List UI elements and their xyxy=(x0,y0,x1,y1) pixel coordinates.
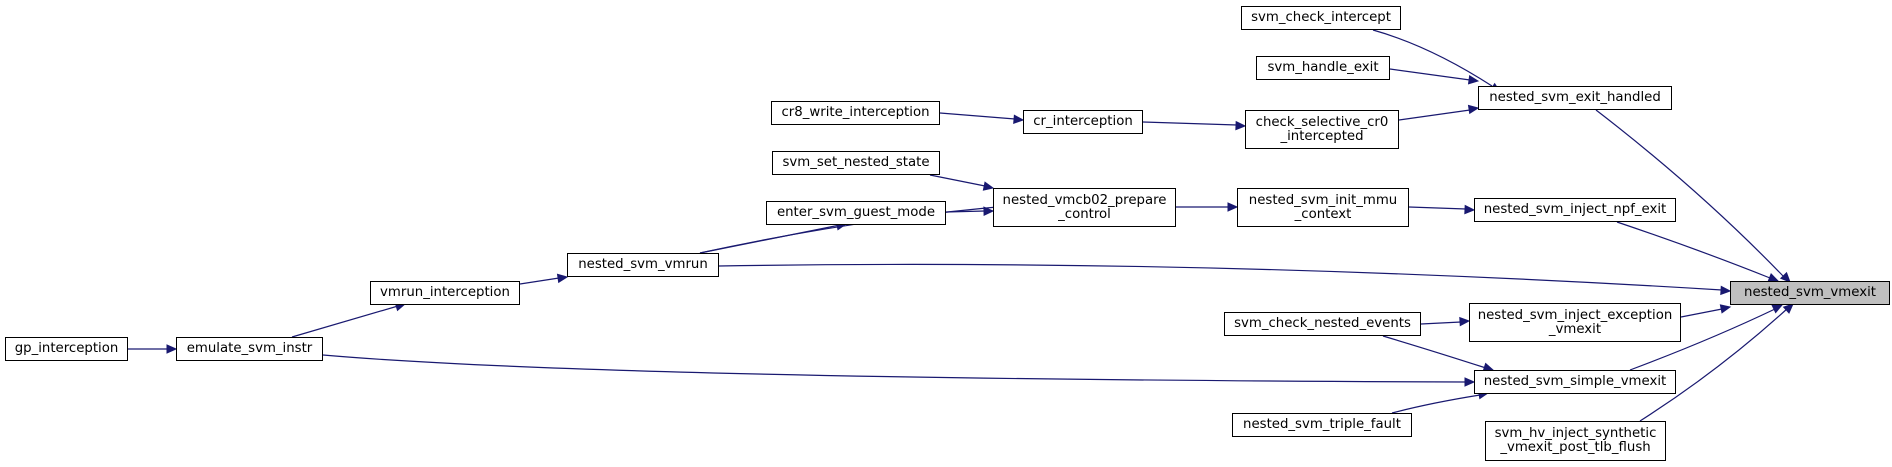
edge-arrowhead xyxy=(1467,74,1480,85)
edge-cr8-write xyxy=(939,112,1025,124)
node-vmrun-interception[interactable]: vmrun_interception xyxy=(370,281,520,305)
edge-cr-interception xyxy=(1142,120,1247,131)
edge-arrowhead xyxy=(1719,304,1732,314)
edge-set-nested xyxy=(929,174,995,191)
node-nested-svm-init-mmu-context[interactable]: nested_svm_init_mmu _context xyxy=(1237,188,1409,227)
edge-arrowhead xyxy=(983,206,995,216)
node-cr8-write-interception[interactable]: cr8_write_interception xyxy=(771,101,940,125)
edge-gp-emulate xyxy=(128,344,178,354)
node-enter-svm-guest-mode[interactable]: enter_svm_guest_mode xyxy=(766,201,946,225)
edge-arrowhead xyxy=(1235,120,1247,131)
node-check-selective-cr0-intercepted[interactable]: check_selective_cr0 _intercepted xyxy=(1245,110,1399,149)
node-nested-svm-vmrun[interactable]: nested_svm_vmrun xyxy=(567,253,719,277)
edge-check-nested xyxy=(1420,316,1471,327)
edge-arrowhead xyxy=(1467,104,1480,115)
edge-arrowhead xyxy=(1227,202,1239,212)
edge-arrowhead xyxy=(1779,271,1791,283)
node-nested-vmcb02-prepare-control[interactable]: nested_vmcb02_prepare _control xyxy=(993,188,1176,227)
node-nested-svm-exit-handled[interactable]: nested_svm_exit_handled xyxy=(1478,86,1672,110)
edge-vmrun-enter xyxy=(699,221,848,254)
node-emulate-svm-instr[interactable]: emulate_svm_instr xyxy=(176,337,323,361)
node-nested-svm-triple-fault[interactable]: nested_svm_triple_fault xyxy=(1232,413,1412,437)
edge-vmrun-root xyxy=(718,263,1732,296)
edge-vmrun-int xyxy=(519,273,569,285)
edge-arrowhead xyxy=(556,273,569,284)
edge-arrowhead xyxy=(1782,303,1794,314)
node-svm-check-nested-events[interactable]: svm_check_nested_events xyxy=(1224,312,1421,336)
edge-check-intercept xyxy=(1372,29,1502,93)
edge-arrowhead xyxy=(1771,304,1784,314)
node-svm-set-nested-state[interactable]: svm_set_nested_state xyxy=(772,151,940,175)
edge-simple-root xyxy=(1629,304,1784,371)
node-nested-svm-inject-npf-exit[interactable]: nested_svm_inject_npf_exit xyxy=(1474,198,1676,222)
edge-exit-handled xyxy=(1595,109,1791,283)
edge-arrowhead xyxy=(166,344,178,354)
edge-emulate-simple xyxy=(322,354,1476,387)
edge-arrowhead xyxy=(982,181,995,191)
edge-emulate-vmrun xyxy=(291,302,407,338)
edge-inject-npf xyxy=(1616,221,1780,282)
edge-handle-exit xyxy=(1389,68,1480,85)
edge-init-mmu xyxy=(1408,204,1476,215)
edge-check-cr0 xyxy=(1398,104,1480,121)
edge-arrowhead xyxy=(1464,204,1476,215)
edge-arrowhead xyxy=(1720,285,1732,296)
node-cr-interception[interactable]: cr_interception xyxy=(1023,110,1143,134)
node-svm-check-intercept[interactable]: svm_check_intercept xyxy=(1241,6,1401,30)
edge-arrowhead xyxy=(1464,377,1476,387)
edge-vmcb02 xyxy=(1176,202,1239,212)
node-svm-handle-exit[interactable]: svm_handle_exit xyxy=(1256,56,1390,80)
edge-arrowhead xyxy=(1459,316,1471,327)
node-nested-svm-vmexit: nested_svm_vmexit xyxy=(1730,281,1890,305)
node-nested-svm-simple-vmexit[interactable]: nested_svm_simple_vmexit xyxy=(1474,370,1676,394)
node-nested-svm-inject-exception-vmexit[interactable]: nested_svm_inject_exception _vmexit xyxy=(1469,303,1681,342)
node-gp-interception[interactable]: gp_interception xyxy=(5,337,128,361)
edge-arrowhead xyxy=(1013,114,1025,124)
edge-hv-root xyxy=(1639,303,1794,422)
edge-exception-root xyxy=(1680,304,1732,318)
node-svm-hv-inject-synthetic-vmexit-post-tlb-flush[interactable]: svm_hv_inject_synthetic _vmexit_post_tlb… xyxy=(1485,421,1666,461)
